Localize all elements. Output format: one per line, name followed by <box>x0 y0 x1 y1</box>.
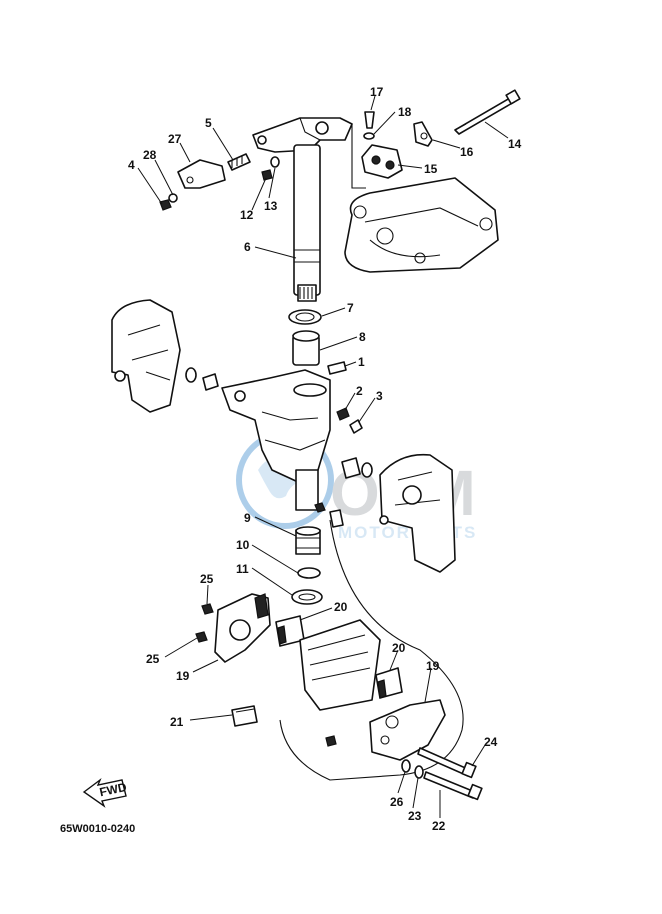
callout-15: 15 <box>424 162 438 176</box>
callout-18: 18 <box>398 105 412 119</box>
callout-23: 23 <box>408 809 422 823</box>
callout-21: 21 <box>170 715 184 729</box>
callout-28: 28 <box>143 148 157 162</box>
callout-1: 1 <box>358 355 365 369</box>
clamp-bracket-left <box>111 299 219 413</box>
bottom-cowling-plate <box>344 177 499 273</box>
callout-7: 7 <box>347 301 354 315</box>
callout-17: 17 <box>370 85 384 99</box>
callout-3: 3 <box>376 389 383 403</box>
callout-24: 24 <box>484 735 498 749</box>
callout-20-upper: 20 <box>334 600 348 614</box>
callout-4: 4 <box>128 158 135 172</box>
callout-2: 2 <box>356 384 363 398</box>
rubber-mount-20-lower <box>375 667 403 699</box>
bushings-7-8-and-part-1 <box>288 309 347 375</box>
lower-mount-19-right <box>369 699 446 761</box>
drawing-code: 65W0010-0240 <box>60 823 135 835</box>
callout-labels: 17 18 5 27 28 4 14 16 15 13 12 6 7 8 1 2… <box>128 85 522 833</box>
clamp-bracket-right <box>379 453 456 573</box>
callout-12: 12 <box>240 208 254 222</box>
callout-11: 11 <box>236 562 249 576</box>
lower-housing-outline <box>279 519 464 781</box>
long-bolt-14 <box>454 89 521 135</box>
callout-8: 8 <box>359 330 366 344</box>
callout-25-lower: 25 <box>146 652 160 666</box>
callout-9: 9 <box>244 511 251 525</box>
forward-direction-arrow: FWD <box>82 777 128 808</box>
steering-shaft-6 <box>252 117 353 302</box>
callout-14: 14 <box>508 137 522 151</box>
leader-lines <box>137 95 509 818</box>
parts-4-5-12-13-27-28 <box>159 153 280 211</box>
bolts-22-23-24-26 <box>325 735 483 801</box>
callout-10: 10 <box>236 538 250 552</box>
callout-25-upper: 25 <box>200 572 214 586</box>
callout-27: 27 <box>168 132 182 146</box>
upper-mount-19-left <box>195 593 271 663</box>
collar-washer-right <box>341 457 373 479</box>
callout-6: 6 <box>244 240 251 254</box>
swivel-bracket <box>221 369 331 511</box>
callout-19-left: 19 <box>176 669 190 683</box>
callout-13: 13 <box>264 199 278 213</box>
parts-15-to-18 <box>351 111 433 189</box>
callout-19-right: 19 <box>426 659 440 673</box>
bushings-9-10-11 <box>291 502 344 605</box>
callout-22: 22 <box>432 819 446 833</box>
part-21 <box>231 705 258 727</box>
fwd-label: FWD <box>98 780 128 799</box>
mid-section <box>299 619 381 711</box>
callout-16: 16 <box>460 145 474 159</box>
callout-26: 26 <box>390 795 404 809</box>
bolts-2-3 <box>336 407 363 434</box>
callout-5: 5 <box>205 116 212 130</box>
callout-20-lower: 20 <box>392 641 406 655</box>
